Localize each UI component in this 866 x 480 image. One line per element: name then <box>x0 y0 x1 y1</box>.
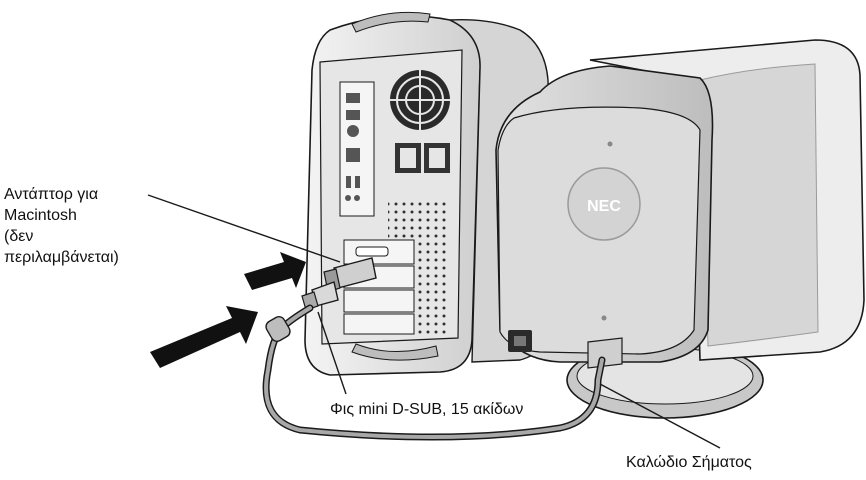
arrow-upper <box>244 252 306 290</box>
adapter-label-line-1: Αντάπτορ για <box>4 184 119 205</box>
fan-grille <box>390 70 450 130</box>
adapter-label-line-3: (δεν <box>4 226 119 247</box>
insert-arrows <box>150 252 306 368</box>
arrow-lower <box>150 306 258 368</box>
io-panel <box>340 82 374 216</box>
adapter-label-line-4: περιλαμβάνεται) <box>4 247 119 268</box>
dsub-plug-label: Φις mini D-SUB, 15 ακίδων <box>330 399 523 420</box>
signal-cable-label: Καλώδιο Σήματος <box>626 452 752 473</box>
monitor: NEC <box>496 40 864 418</box>
nec-logo: NEC <box>587 198 621 215</box>
adapter-label-line-2: Macintosh <box>4 205 119 226</box>
signal-connector <box>588 338 622 368</box>
expansion-slots <box>344 240 414 334</box>
adapter-label: Αντάπτορ για Macintosh (δεν περιλαμβάνετ… <box>4 184 119 268</box>
